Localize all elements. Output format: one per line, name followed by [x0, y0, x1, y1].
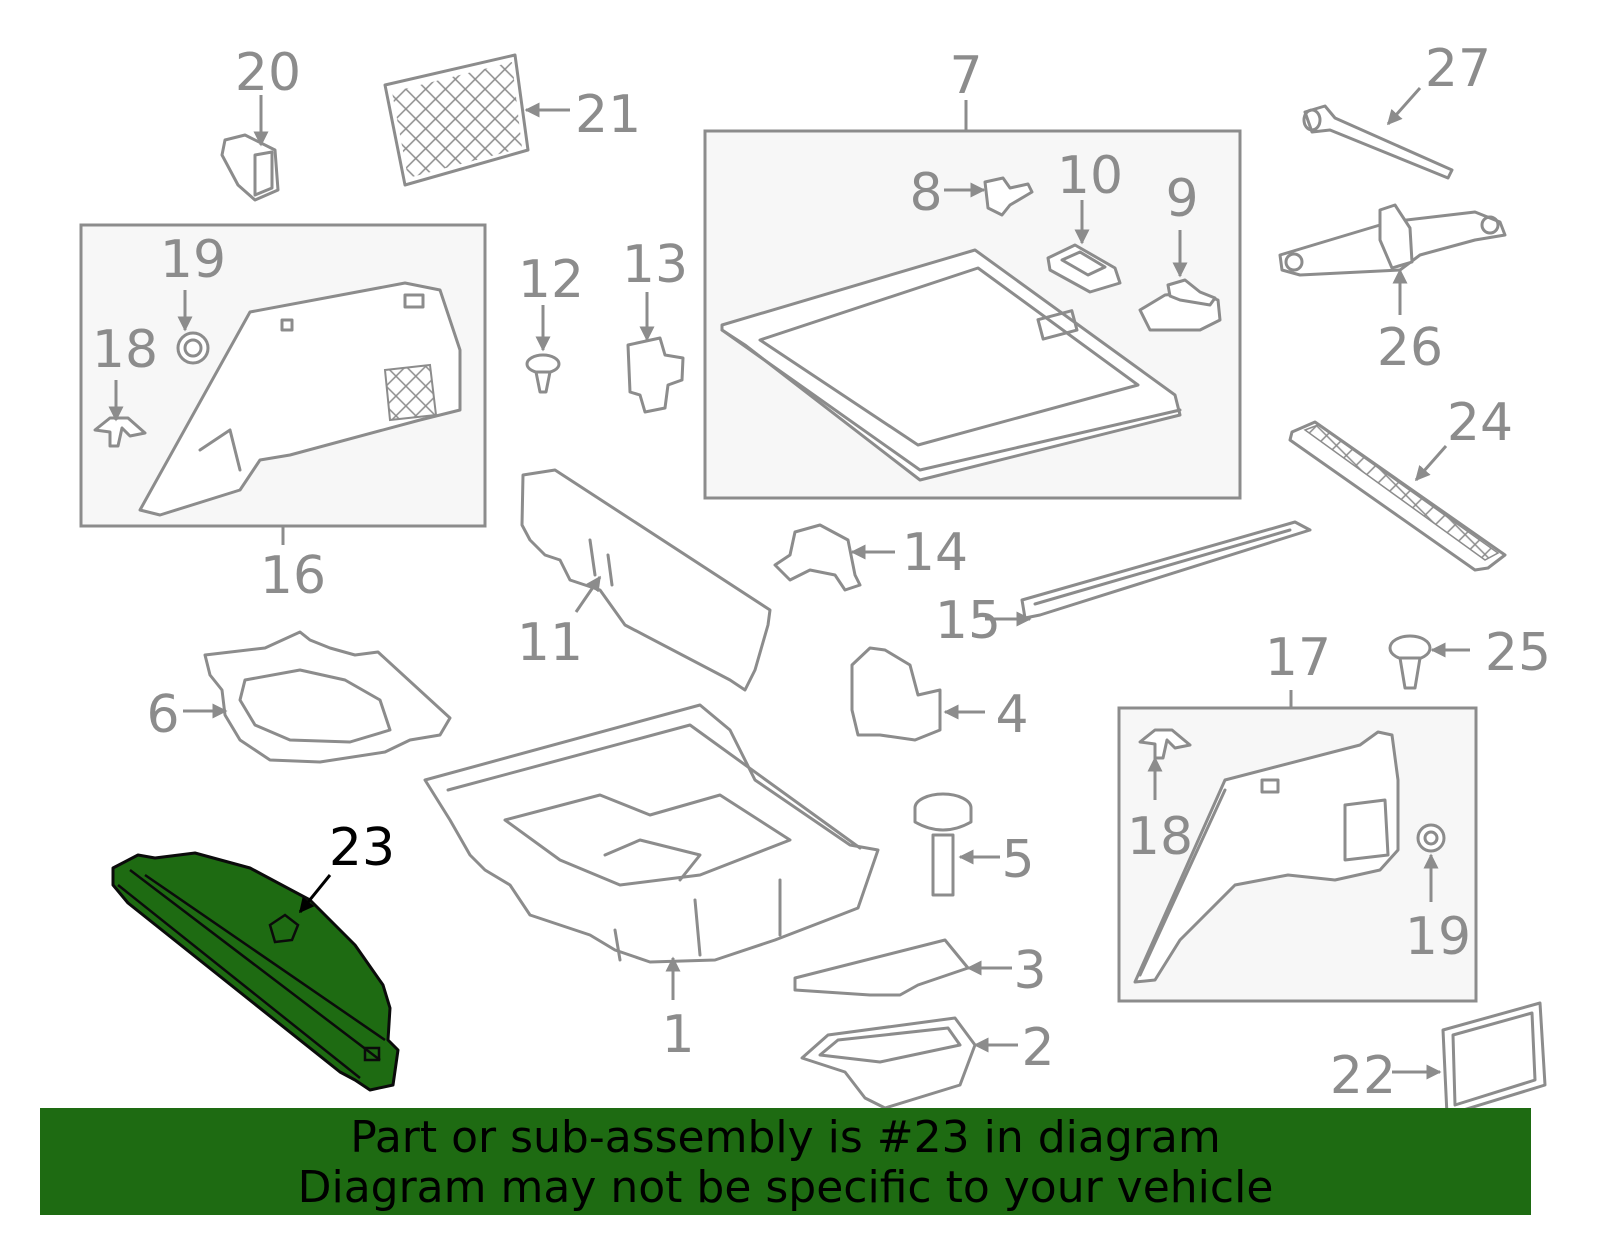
label-11: 11	[517, 613, 583, 673]
label-12: 12	[518, 250, 584, 310]
label-7: 7	[949, 46, 982, 106]
label-22: 22	[1330, 1046, 1396, 1106]
part-6-tire-tray	[183, 630, 452, 764]
part-19-grommet-right	[1416, 823, 1446, 853]
part-12-push-pin	[525, 305, 561, 394]
label-19-left: 19	[160, 230, 226, 290]
part-15-rail	[985, 520, 1312, 627]
label-14: 14	[902, 523, 968, 583]
label-24: 24	[1447, 393, 1513, 453]
label-27: 27	[1425, 39, 1491, 99]
label-21: 21	[575, 85, 641, 145]
label-4: 4	[995, 685, 1028, 745]
part-13-bracket	[626, 292, 685, 414]
part-5-bolt	[913, 792, 1000, 897]
label-23: 23	[329, 818, 395, 878]
part-2-storage-box	[800, 1016, 1018, 1110]
part-18-clip-right	[1138, 728, 1192, 760]
part-4-bracket	[850, 646, 985, 742]
label-2: 2	[1021, 1018, 1054, 1078]
part-17-side-trim	[1133, 690, 1446, 984]
label-19-right: 19	[1405, 907, 1471, 967]
part-24-sill-plate	[1288, 420, 1507, 572]
label-26: 26	[1377, 318, 1443, 378]
label-18-left: 18	[92, 320, 158, 380]
label-25: 25	[1485, 623, 1551, 683]
label-9: 9	[1165, 169, 1198, 229]
label-3: 3	[1013, 941, 1046, 1001]
part-23-cargo-cover	[111, 851, 400, 1092]
part-1-trunk-tub	[423, 703, 880, 1000]
label-1: 1	[661, 1005, 694, 1065]
part-10-handle	[1046, 200, 1122, 294]
part-27-wrench	[1302, 87, 1454, 180]
part-14-bracket	[773, 523, 895, 592]
label-18-right: 18	[1127, 807, 1193, 867]
part-11-panel	[520, 468, 772, 692]
label-17: 17	[1265, 628, 1331, 688]
label-10: 10	[1057, 146, 1123, 206]
part-21-cargo-net	[383, 53, 570, 187]
label-16: 16	[260, 546, 326, 606]
part-20-clip	[220, 95, 280, 202]
notice-line-2: Diagram may not be specific to your vehi…	[297, 1162, 1274, 1213]
label-5: 5	[1001, 830, 1034, 890]
label-15: 15	[935, 591, 1001, 651]
part-9-hook	[1138, 230, 1222, 332]
part-19-grommet-left	[176, 331, 210, 365]
part-25-push-clip	[1388, 634, 1470, 690]
part-7-floor-cover	[720, 100, 1222, 482]
part-notice-banner: Part or sub-assembly is #23 in diagram D…	[40, 1108, 1531, 1215]
part-8-clip	[944, 176, 1034, 217]
part-26-jack	[1278, 203, 1507, 315]
notice-line-1: Part or sub-assembly is #23 in diagram	[350, 1112, 1221, 1163]
label-6: 6	[146, 685, 179, 745]
label-13: 13	[622, 235, 688, 295]
label-20: 20	[235, 43, 301, 103]
part-22-cover-plate	[1392, 1001, 1547, 1117]
part-3-panel	[793, 938, 1012, 997]
part-16-side-trim	[93, 281, 462, 545]
label-8: 8	[909, 163, 942, 223]
